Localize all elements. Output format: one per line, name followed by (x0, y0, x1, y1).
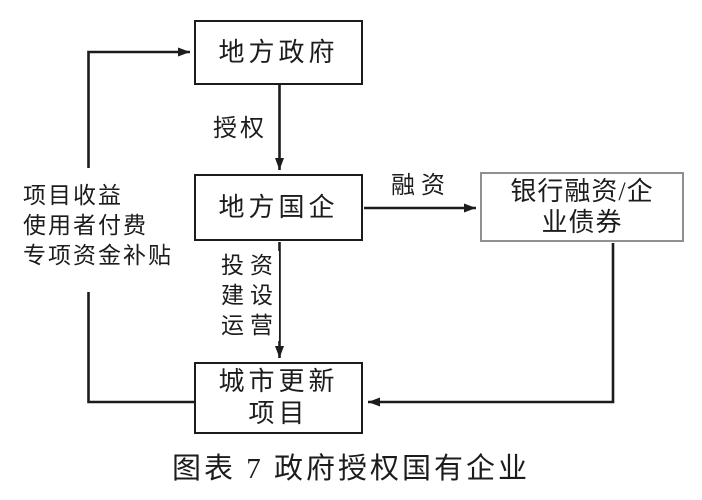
bank-financing-label-line1: 银行融资/企 (510, 177, 654, 206)
edge-label-invest: 投资 (221, 253, 279, 278)
urban-renewal-label-line1: 城市更新 (218, 367, 339, 396)
revenue-loop-arrow-upper (87, 47, 190, 168)
local-soe-label: 地方国企 (218, 192, 339, 222)
edge-label-construct: 建设 (221, 283, 279, 308)
revenue-label-special-fund-subsidy: 专项资金补贴 (23, 243, 173, 268)
revenue-label-user-fees: 使用者付费 (23, 213, 148, 238)
edge-label-financing: 融资 (391, 173, 451, 199)
revenue-source-labels: 项目收益 使用者付费 专项资金补贴 (23, 179, 177, 273)
urban-renewal-label-line2: 项目 (248, 399, 309, 428)
node-local-soe: 地方国企 (194, 174, 363, 241)
edge-label-authorize: 授权 (213, 116, 267, 142)
local-government-label: 地方政府 (218, 37, 339, 67)
edge-label-operate: 运营 (221, 313, 279, 338)
repayment-arrow (368, 243, 615, 407)
edge-label-invest-build-operate: 投资 建设 运营 (221, 251, 279, 341)
figure-caption: 图表 7 政府授权国有企业 (171, 453, 530, 485)
revenue-label-project-income: 项目收益 (23, 183, 123, 208)
bank-financing-label-line2: 业债券 (541, 208, 623, 237)
node-bank-financing: 银行融资/企 业债券 (480, 172, 684, 242)
node-urban-renewal-project: 城市更新 项目 (194, 362, 363, 434)
node-local-government: 地方政府 (194, 20, 363, 85)
revenue-loop-line-lower (87, 292, 194, 404)
